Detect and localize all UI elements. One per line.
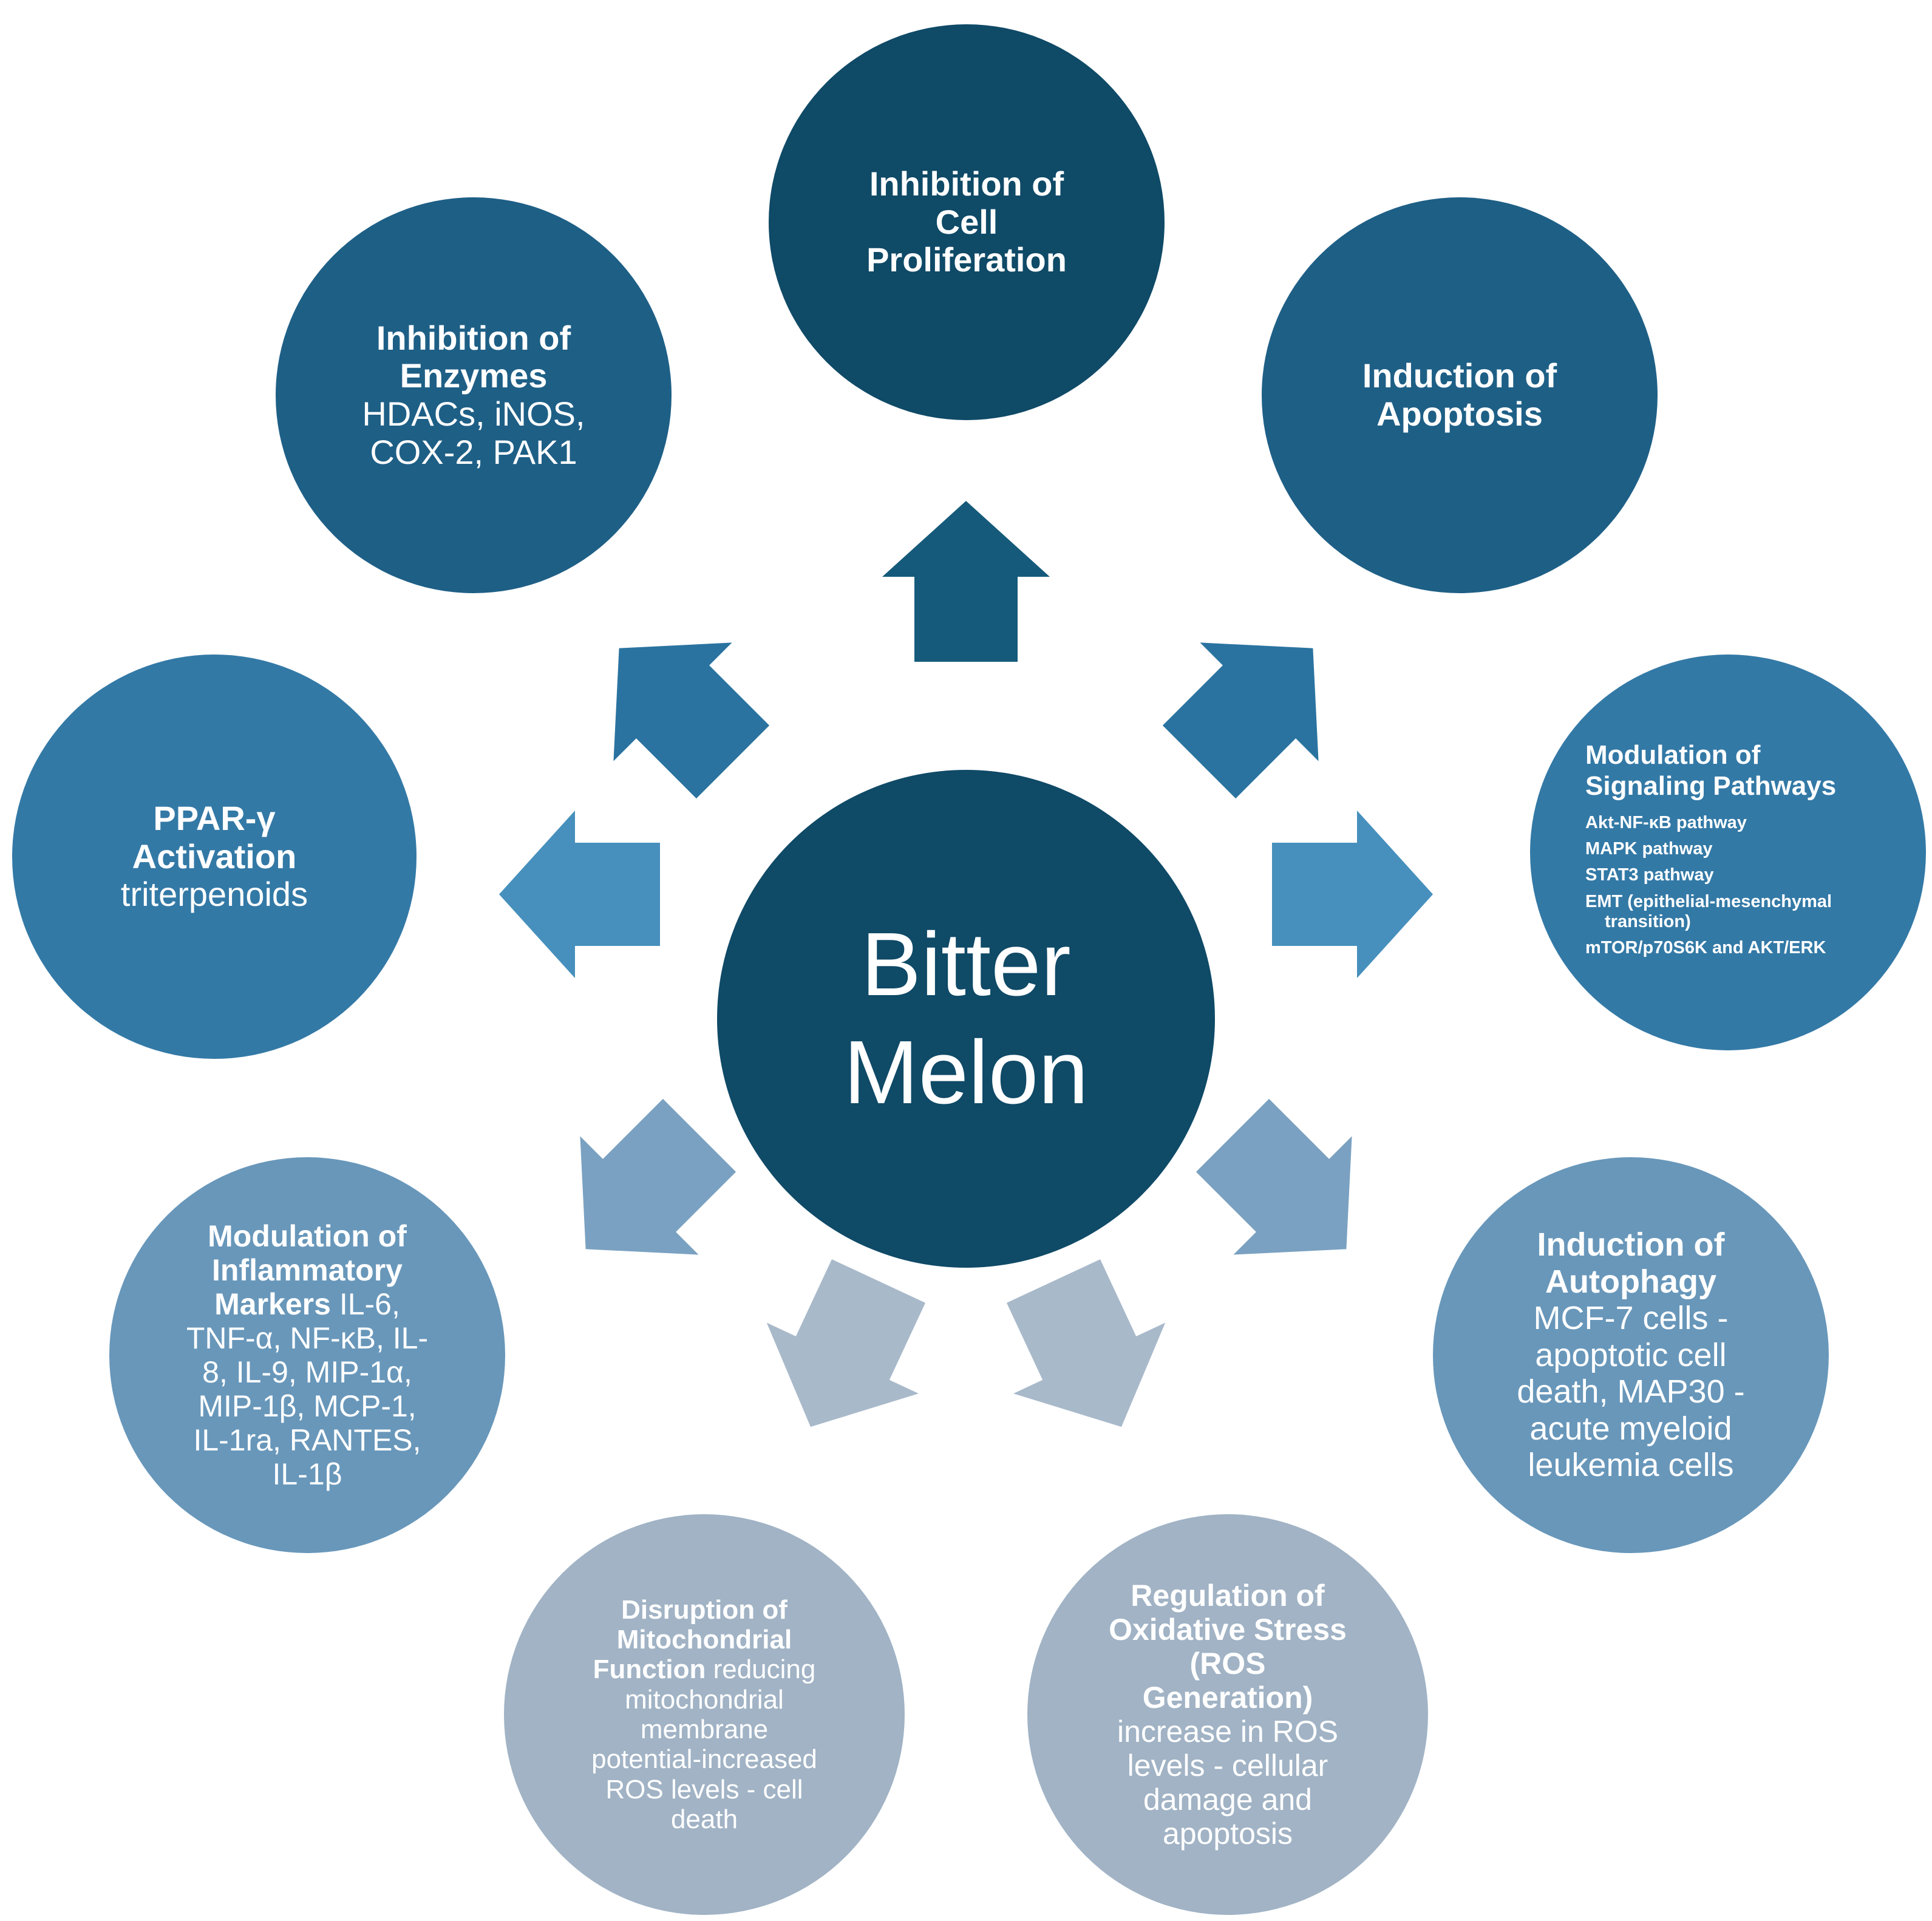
signaling-item: EMT (epithelial-mesenchymal transition) bbox=[1585, 891, 1832, 931]
signaling-item: STAT3 pathway bbox=[1585, 865, 1714, 885]
oxidative-title-3: (ROS bbox=[1189, 1647, 1266, 1681]
node-apoptosis: Induction of Apoptosis bbox=[1262, 197, 1658, 593]
autophagy-body-2: apoptotic cell bbox=[1535, 1336, 1727, 1373]
node-signaling-pathways: Modulation of Signaling Pathways Akt-NF-… bbox=[1530, 654, 1926, 1050]
arrow-down-right bbox=[1196, 1098, 1352, 1255]
apoptosis-title-1: Induction of bbox=[1362, 356, 1557, 395]
arrow-left-shape bbox=[499, 811, 660, 978]
arrow-down-left bbox=[580, 1098, 736, 1255]
oxidative-body-2: levels - cellular bbox=[1127, 1749, 1328, 1783]
inflammatory-title-3: Markers bbox=[214, 1287, 331, 1321]
autophagy-body-4: acute myeloid bbox=[1529, 1410, 1732, 1447]
autophagy-body-3: death, MAP30 - bbox=[1517, 1373, 1745, 1410]
node-autophagy: Induction of Autophagy MCF-7 cells - apo… bbox=[1433, 1157, 1829, 1553]
arrow-down-left-lower-shape bbox=[766, 1259, 926, 1427]
ppar-title-2: Activation bbox=[132, 837, 297, 875]
node-inflammatory-markers: Modulation of Inflammatory Markers IL-6,… bbox=[109, 1157, 505, 1553]
mitochondrial-body-5: death bbox=[670, 1804, 738, 1834]
arrow-down-left-shape bbox=[580, 1098, 736, 1255]
center-line-1: Bitter bbox=[861, 914, 1071, 1015]
inflammatory-body-5: IL-1β bbox=[272, 1457, 342, 1491]
autophagy-title-1: Induction of bbox=[1537, 1226, 1725, 1263]
arrow-up-right-shape bbox=[1162, 642, 1319, 799]
proliferation-title-3: Proliferation bbox=[866, 240, 1067, 279]
mitochondrial-body-1: mitochondrial bbox=[625, 1684, 784, 1715]
oxidative-body-4: apoptosis bbox=[1162, 1817, 1293, 1851]
mitochondrial-body-inline: reducing bbox=[713, 1654, 816, 1685]
arrow-down-right-lower bbox=[1006, 1259, 1166, 1427]
node-ppar-activation: PPAR-γ Activation triterpenoids bbox=[12, 654, 417, 1059]
enzymes-title-1: Inhibition of bbox=[376, 318, 571, 357]
inflammatory-body-1: TNF-α, NF-κB, IL- bbox=[186, 1321, 429, 1355]
node-cell-proliferation: Inhibition of Cell Proliferation bbox=[769, 24, 1165, 420]
autophagy-body-5: leukemia cells bbox=[1528, 1447, 1734, 1484]
oxidative-body-1: increase in ROS bbox=[1117, 1715, 1339, 1749]
arrow-down-right-lower-shape bbox=[1006, 1259, 1166, 1427]
arrow-right bbox=[1272, 811, 1433, 978]
arrow-down-right-shape bbox=[1196, 1098, 1352, 1255]
mitochondrial-title-2: Mitochondrial bbox=[616, 1625, 792, 1655]
signaling-item: mTOR/p70S6K and AKT/ERK bbox=[1585, 938, 1826, 958]
proliferation-title-1: Inhibition of bbox=[869, 164, 1064, 203]
inflammatory-body-4: IL-1ra, RANTES, bbox=[193, 1423, 421, 1457]
mitochondrial-title-3: Function bbox=[593, 1654, 706, 1685]
autophagy-body-1: MCF-7 cells - bbox=[1533, 1300, 1729, 1337]
inflammatory-body-inline: IL-6, bbox=[339, 1287, 400, 1321]
enzymes-title-2: Enzymes bbox=[400, 356, 548, 395]
node-mitochondrial-function: Disruption of Mitochondrial Function red… bbox=[504, 1514, 905, 1915]
signaling-item: MAPK pathway bbox=[1585, 838, 1713, 858]
autophagy-title-2: Autophagy bbox=[1545, 1263, 1716, 1300]
arrow-up-right bbox=[1162, 642, 1319, 799]
signaling-pathway-list: Akt-NF-κB pathway MAPK pathway STAT3 pat… bbox=[1585, 813, 1871, 959]
proliferation-title-2: Cell bbox=[935, 202, 998, 241]
ppar-title-1: PPAR-γ bbox=[153, 798, 276, 837]
oxidative-title-1: Regulation of bbox=[1131, 1579, 1325, 1613]
ppar-body-1: triterpenoids bbox=[120, 875, 308, 914]
arrow-left bbox=[499, 811, 660, 978]
mitochondrial-body-4: ROS levels - cell bbox=[605, 1774, 803, 1804]
arrow-up-shape bbox=[882, 501, 1050, 662]
arrow-up-left-shape bbox=[613, 642, 770, 799]
center-node: Bitter Melon bbox=[717, 770, 1215, 1268]
center-line-2: Melon bbox=[843, 1022, 1089, 1123]
node-enzymes: Inhibition of Enzymes HDACs, iNOS, COX-2… bbox=[276, 197, 672, 593]
mitochondrial-body-3: potential-increased bbox=[591, 1744, 817, 1775]
inflammatory-body-2: 8, IL-9, MIP-1α, bbox=[202, 1355, 412, 1389]
mitochondrial-body-2: membrane bbox=[640, 1715, 769, 1744]
inflammatory-title-2: Inflammatory bbox=[212, 1253, 403, 1287]
signaling-title-2: Signaling Pathways bbox=[1585, 770, 1837, 801]
arrow-up bbox=[882, 501, 1050, 662]
signaling-item: Akt-NF-κB pathway bbox=[1585, 812, 1747, 832]
oxidative-title-2: Oxidative Stress bbox=[1109, 1613, 1347, 1647]
inflammatory-title-1: Modulation of bbox=[208, 1219, 407, 1253]
node-oxidative-stress: Regulation of Oxidative Stress (ROS Gene… bbox=[1027, 1514, 1428, 1915]
mitochondrial-title-1: Disruption of bbox=[621, 1594, 787, 1625]
oxidative-body-3: damage and bbox=[1143, 1783, 1312, 1817]
arrow-right-shape bbox=[1272, 811, 1433, 978]
signaling-title-1: Modulation of bbox=[1585, 740, 1761, 770]
apoptosis-title-2: Apoptosis bbox=[1376, 395, 1543, 433]
arrow-up-left bbox=[613, 642, 770, 799]
inflammatory-body-3: MIP-1β, MCP-1, bbox=[198, 1389, 417, 1423]
enzymes-body-1: HDACs, iNOS, bbox=[362, 395, 585, 433]
enzymes-body-2: COX-2, PAK1 bbox=[370, 432, 577, 471]
oxidative-title-4: Generation) bbox=[1142, 1681, 1313, 1715]
arrow-down-left-lower bbox=[766, 1259, 926, 1427]
